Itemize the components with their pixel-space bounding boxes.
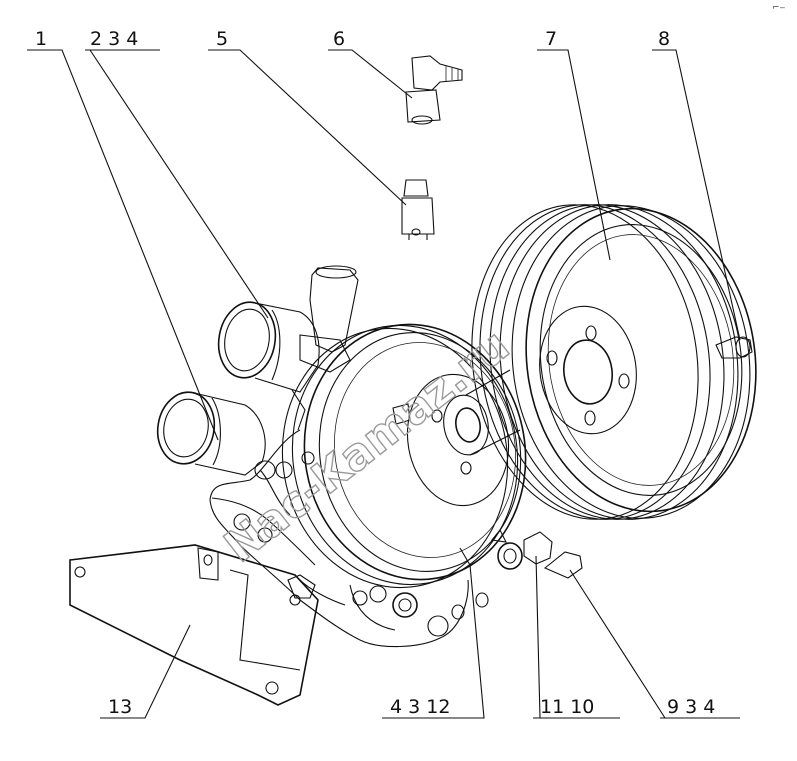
callout-6: 6 (333, 28, 345, 50)
callout-13: 13 (108, 696, 132, 718)
leader-lines (27, 49, 741, 719)
watermark-text: Naс-Kamaz.ru (215, 320, 519, 573)
watermark: Naс-Kamaz.ru (214, 319, 519, 573)
callout-7: 7 (545, 28, 557, 50)
pulley (471, 204, 757, 520)
pipes (156, 265, 359, 476)
fitting-5 (401, 179, 435, 240)
fitting-6 (405, 55, 463, 125)
callout-11-10: 11 10 (540, 696, 594, 718)
callout-4-3-12: 4 3 12 (390, 696, 450, 718)
callout-9-3-4: 9 3 4 (667, 696, 715, 718)
bracket (69, 544, 319, 706)
callout-2-3-4: 2 3 4 (90, 28, 138, 50)
callout-labels: 1 2 3 4 5 6 7 8 13 4 3 12 11 10 9 3 4 (35, 28, 715, 718)
callout-8: 8 (658, 28, 670, 50)
callout-1: 1 (35, 28, 47, 50)
pump-housing (209, 323, 527, 648)
fasteners (490, 528, 583, 579)
callout-5: 5 (216, 28, 228, 50)
corner-mark: ⌐‒ (772, 3, 786, 13)
